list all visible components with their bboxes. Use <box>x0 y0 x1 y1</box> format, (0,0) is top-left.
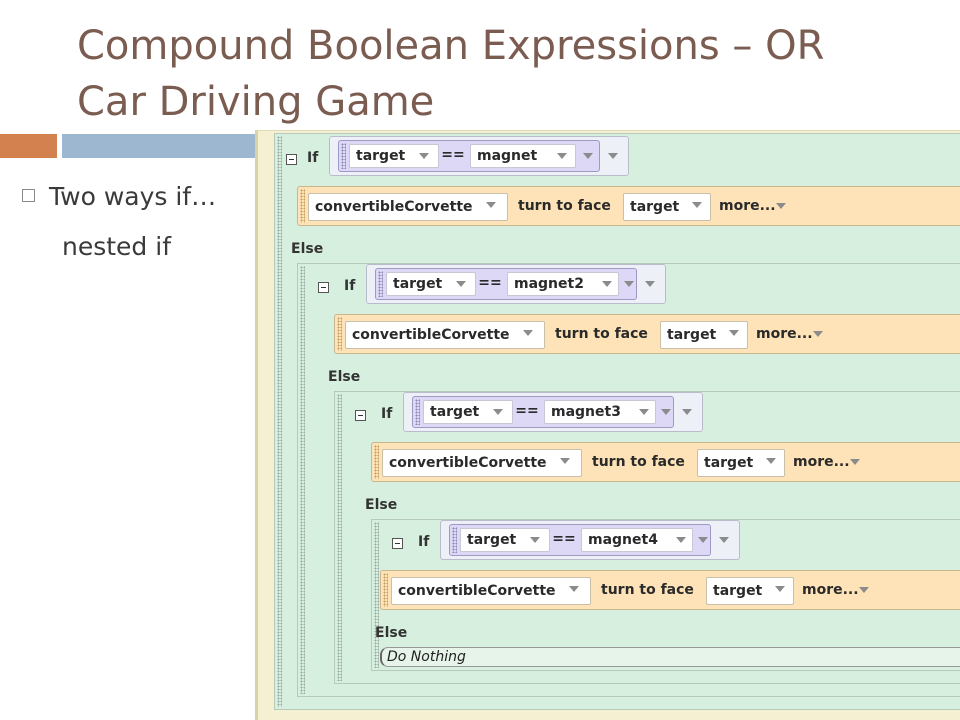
expression-caret-icon[interactable] <box>661 409 671 415</box>
slide-title: Compound Boolean Expressions – OR Car Dr… <box>77 18 957 130</box>
slide-title-line2: Car Driving Game <box>77 79 435 125</box>
argument-selector[interactable]: target <box>697 449 785 477</box>
collapse-icon[interactable] <box>286 154 297 165</box>
dropdown-caret-icon[interactable] <box>602 281 612 287</box>
more-caret-icon[interactable] <box>850 459 860 465</box>
argument-selector[interactable]: target <box>706 577 794 605</box>
collapse-icon[interactable] <box>355 410 366 421</box>
dropdown-caret-icon[interactable] <box>729 330 739 336</box>
method-label: turn to face <box>518 198 611 214</box>
method-label: turn to face <box>601 582 694 598</box>
object-selector[interactable]: convertibleCorvette <box>382 449 582 477</box>
bullet-text: Two ways if… <box>49 182 217 211</box>
dropdown-caret-icon[interactable] <box>557 153 567 159</box>
more-caret-icon[interactable] <box>813 331 823 337</box>
else-keyword: Else <box>328 369 361 385</box>
if-keyword: If <box>418 534 430 550</box>
if-keyword: If <box>381 406 393 422</box>
object-selector[interactable]: convertibleCorvette <box>345 321 545 349</box>
code-editor: If target == magnet convertibleCorvette <box>255 130 960 720</box>
magnet-operand[interactable]: magnet <box>470 144 576 168</box>
magnet-operand[interactable]: magnet3 <box>544 400 656 424</box>
turn-to-face-statement[interactable]: convertibleCorvette turn to face target … <box>380 570 960 610</box>
target-operand[interactable]: target <box>423 400 513 424</box>
dropdown-caret-icon[interactable] <box>569 586 579 592</box>
condition-block[interactable]: target == magnet4 <box>440 520 740 560</box>
condition-caret-icon[interactable] <box>645 281 655 287</box>
expression-caret-icon[interactable] <box>624 281 634 287</box>
collapse-icon[interactable] <box>392 538 403 549</box>
dropdown-caret-icon[interactable] <box>766 458 776 464</box>
dropdown-caret-icon[interactable] <box>419 153 429 159</box>
comparison-expression[interactable]: target == magnet3 <box>412 396 674 428</box>
method-label: turn to face <box>592 454 685 470</box>
argument-selector[interactable]: target <box>623 193 711 221</box>
more-button[interactable]: more... <box>802 582 859 598</box>
more-button[interactable]: more... <box>793 454 850 470</box>
if-keyword: If <box>344 278 356 294</box>
target-operand[interactable]: target <box>349 144 439 168</box>
if-block-level-1[interactable]: If target == magnet convertibleCorvette <box>274 133 960 710</box>
expression-caret-icon[interactable] <box>583 153 593 159</box>
accent-bar-orange <box>0 134 57 158</box>
comparison-expression[interactable]: target == magnet <box>338 140 600 172</box>
dropdown-caret-icon[interactable] <box>692 202 702 208</box>
more-caret-icon[interactable] <box>859 587 869 593</box>
target-operand[interactable]: target <box>460 528 550 552</box>
more-caret-icon[interactable] <box>776 203 786 209</box>
condition-caret-icon[interactable] <box>719 537 729 543</box>
else-keyword: Else <box>365 497 398 513</box>
slide-title-line1: Compound Boolean Expressions – OR <box>77 23 825 69</box>
dropdown-caret-icon[interactable] <box>560 458 570 464</box>
target-operand[interactable]: target <box>386 272 476 296</box>
dropdown-caret-icon[interactable] <box>639 409 649 415</box>
object-selector[interactable]: convertibleCorvette <box>391 577 591 605</box>
dropdown-caret-icon[interactable] <box>493 409 503 415</box>
bullet-point: Two ways if… <box>22 182 216 211</box>
if-block-level-2[interactable]: If target == magnet2 <box>297 263 960 697</box>
equals-operator: == <box>441 147 465 163</box>
if-keyword: If <box>307 150 319 166</box>
condition-block[interactable]: target == magnet3 <box>403 392 703 432</box>
dropdown-caret-icon[interactable] <box>523 330 533 336</box>
turn-to-face-statement[interactable]: convertibleCorvette turn to face target … <box>297 186 960 226</box>
do-nothing-statement[interactable]: Do Nothing <box>380 647 960 667</box>
object-selector[interactable]: convertibleCorvette <box>308 193 508 221</box>
argument-selector[interactable]: target <box>660 321 748 349</box>
turn-to-face-statement[interactable]: convertibleCorvette turn to face target … <box>334 314 960 354</box>
if-block-level-4[interactable]: If target == magnet4 <box>371 519 960 671</box>
turn-to-face-statement[interactable]: convertibleCorvette turn to face target … <box>371 442 960 482</box>
comparison-expression[interactable]: target == magnet2 <box>375 268 637 300</box>
dropdown-caret-icon[interactable] <box>456 281 466 287</box>
dropdown-caret-icon[interactable] <box>775 586 785 592</box>
magnet-operand[interactable]: magnet2 <box>507 272 619 296</box>
expression-caret-icon[interactable] <box>698 537 708 543</box>
dropdown-caret-icon[interactable] <box>530 537 540 543</box>
dropdown-caret-icon[interactable] <box>676 537 686 543</box>
collapse-icon[interactable] <box>318 282 329 293</box>
method-label: turn to face <box>555 326 648 342</box>
magnet-operand[interactable]: magnet4 <box>581 528 693 552</box>
if-block-level-3[interactable]: If target == magnet3 <box>334 391 960 684</box>
sub-text: nested if <box>62 232 171 261</box>
equals-operator: == <box>515 403 539 419</box>
more-button[interactable]: more... <box>756 326 813 342</box>
condition-block[interactable]: target == magnet2 <box>366 264 666 304</box>
bullet-square-icon <box>22 188 35 202</box>
equals-operator: == <box>478 275 502 291</box>
equals-operator: == <box>552 531 576 547</box>
comparison-expression[interactable]: target == magnet4 <box>449 524 711 556</box>
condition-caret-icon[interactable] <box>608 153 618 159</box>
else-keyword: Else <box>375 625 408 641</box>
dropdown-caret-icon[interactable] <box>486 202 496 208</box>
condition-block[interactable]: target == magnet <box>329 136 629 176</box>
more-button[interactable]: more... <box>719 198 776 214</box>
else-keyword: Else <box>291 241 324 257</box>
condition-caret-icon[interactable] <box>682 409 692 415</box>
